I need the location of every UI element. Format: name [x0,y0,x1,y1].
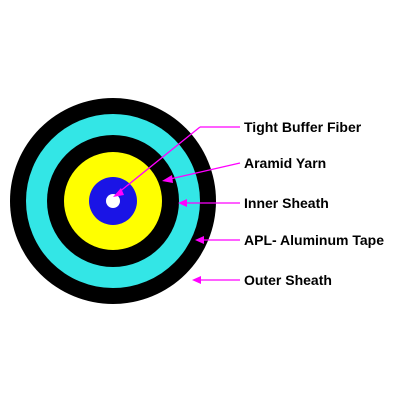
cable-layers [10,98,216,304]
fiber-core-dot [106,194,120,208]
leader-apl-aluminum-tape [195,236,240,244]
label-tight-buffer-fiber: Tight Buffer Fiber [244,119,362,135]
label-aramid-yarn: Aramid Yarn [244,155,326,171]
label-inner-sheath: Inner Sheath [244,195,329,211]
label-outer-sheath: Outer Sheath [244,272,332,288]
leader-inner-sheath [178,199,240,207]
labels: Tight Buffer Fiber Aramid Yarn Inner She… [244,119,384,288]
leader-lines [113,126,241,284]
label-apl-aluminum-tape: APL- Aluminum Tape [244,232,384,248]
leader-outer-sheath [192,276,240,284]
leader-tight-buffer-fiber [113,126,240,197]
leader-aramid-yarn [162,162,241,183]
